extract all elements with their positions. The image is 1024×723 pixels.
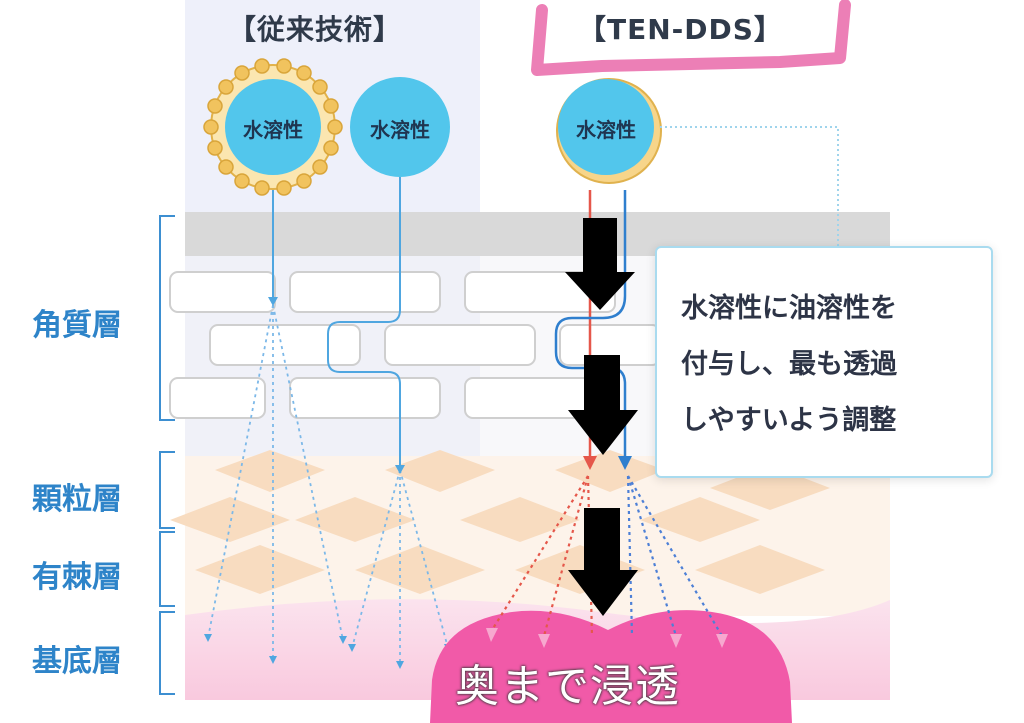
- layer-label-stratum-granulosum: 顆粒層: [32, 482, 122, 517]
- ten-dds-diffusion-lines: [491, 475, 723, 637]
- ten-dds-diffusion-arrowheads: [486, 628, 728, 648]
- molecule-label: 水溶性: [243, 118, 303, 142]
- conventional-header: 【従来技術】: [228, 13, 403, 46]
- layer-label-stratum-spinosum: 有棘層: [32, 560, 122, 595]
- deep-penetration-bubble: [430, 610, 792, 723]
- ten-dds-header: 【TEN-DDS】: [578, 13, 783, 46]
- molecule-label: 水溶性: [576, 118, 636, 142]
- water-soluble-molecule: [350, 77, 450, 177]
- callout-line: しやすいよう調整: [681, 405, 897, 436]
- layer-label-stratum-basale: 基底層: [32, 644, 122, 679]
- layer-brackets: [159, 215, 175, 695]
- deep-penetration-label: 奥まで浸透: [455, 661, 680, 712]
- ten-dds-molecule: [556, 78, 662, 184]
- red-arrowhead: [583, 456, 597, 470]
- pink-highlight-marker: [531, 0, 851, 76]
- black-down-arrows: [565, 218, 638, 616]
- molecule-label: 水溶性: [370, 118, 430, 142]
- conventional-diffusion-lines: [207, 304, 449, 665]
- corneocyte-bricks: [169, 271, 661, 419]
- callout-line: 水溶性に油溶性を: [681, 293, 897, 324]
- callout-box: 水溶性に油溶性を 付与し、最も透過 しやすいよう調整: [655, 246, 993, 478]
- lipid-shell-molecule: [203, 58, 343, 196]
- conventional-paths: [272, 177, 401, 468]
- granular-diamonds: [170, 450, 830, 594]
- layer-label-stratum-corneum: 角質層: [32, 308, 122, 343]
- blue-arrowhead: [618, 456, 632, 470]
- callout-line: 付与し、最も透過: [681, 349, 897, 380]
